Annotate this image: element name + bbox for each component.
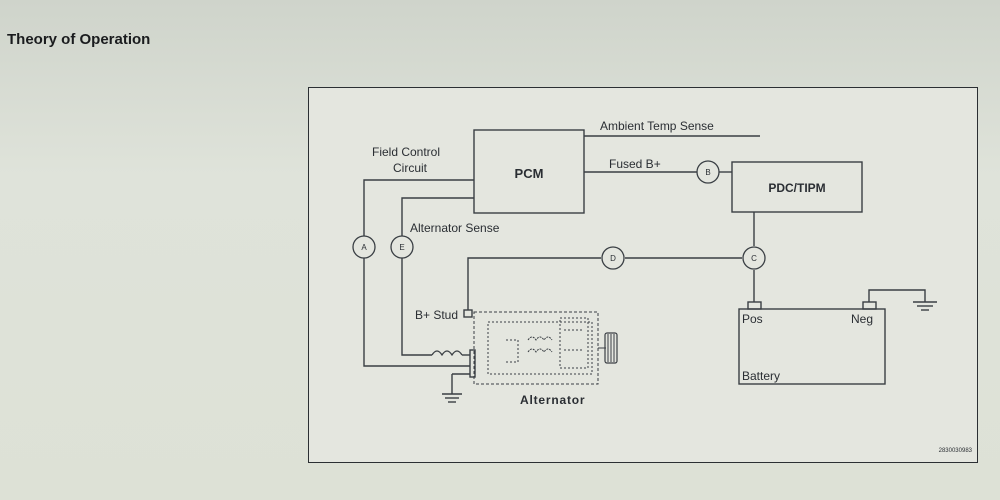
figure-id-label: 2830030983 (939, 448, 973, 454)
b-plus-stud-label: B+ Stud (415, 308, 458, 322)
connector-c-label: C (751, 254, 757, 263)
connector-a (352, 235, 376, 259)
alternator-body (473, 311, 618, 385)
battery-box (738, 308, 886, 385)
alternator-label: Alternator (520, 393, 585, 407)
b-plus-stud (463, 309, 473, 318)
field-control-wire (363, 179, 474, 236)
battery-label: Battery (742, 369, 780, 383)
connector-b-label: B (705, 168, 710, 177)
alternator-sense-label: Alternator Sense (410, 221, 500, 235)
connector-a-label: A (361, 243, 367, 252)
alternator-sense-wire (401, 197, 474, 236)
ambient-temp-sense-label: Ambient Temp Sense (600, 119, 714, 133)
connector-d-label: D (610, 254, 616, 263)
connector-e (390, 235, 414, 259)
pos-label: Pos (742, 312, 763, 326)
connector-d (601, 246, 625, 270)
connector-e-label: E (399, 243, 404, 252)
page-title: Theory of Operation (7, 31, 151, 48)
pcm-label: PCM (515, 166, 544, 181)
pdc-tipm-box (731, 161, 863, 213)
field-control-label: Field Control (372, 145, 440, 159)
b-plus-stud-wire (467, 257, 601, 310)
fused-b-plus-label: Fused B+ (609, 157, 661, 171)
connector-c (742, 246, 766, 270)
neg-label: Neg (851, 312, 873, 326)
battery-neg-terminal (862, 301, 877, 310)
pdc-tipm-label: PDC/TIPM (768, 181, 825, 195)
battery-pos-terminal (747, 301, 762, 310)
diagram-frame (308, 87, 978, 463)
connector-b (696, 160, 720, 184)
circuit-label: Circuit (393, 161, 428, 175)
